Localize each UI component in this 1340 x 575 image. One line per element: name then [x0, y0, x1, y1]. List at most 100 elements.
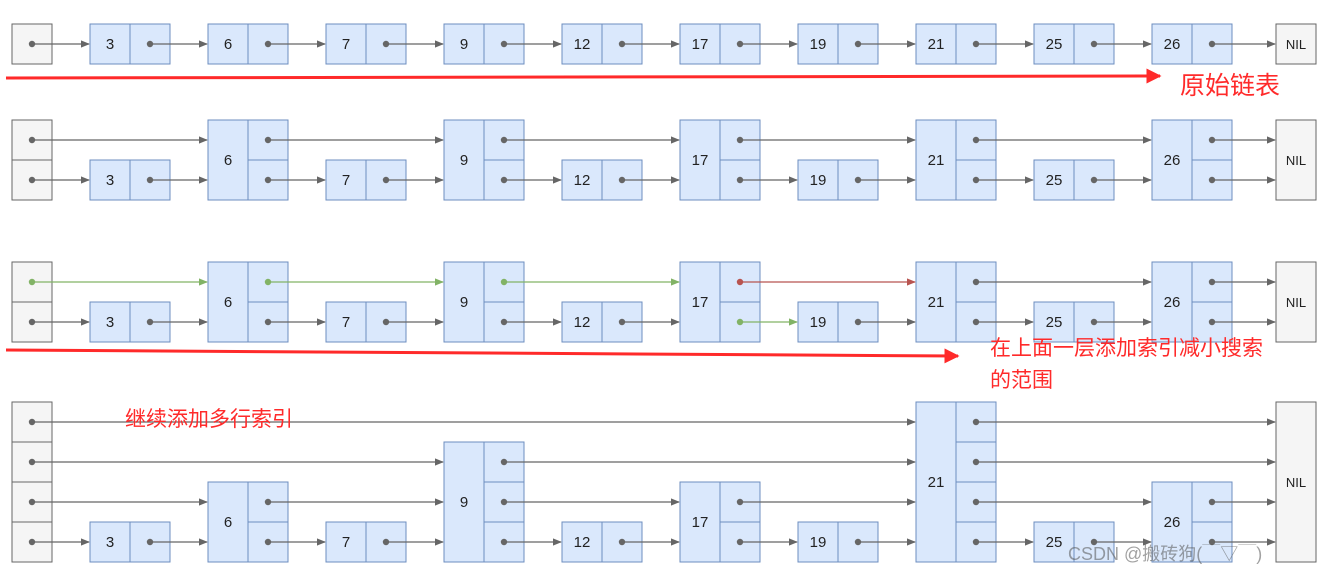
node-value: 26 — [1164, 152, 1181, 169]
pointer-dot — [382, 538, 390, 546]
pointer-dot — [1208, 498, 1216, 506]
pointer-dot — [854, 538, 862, 546]
node-value: 25 — [1046, 36, 1063, 53]
pointer-dot — [264, 538, 272, 546]
node-value: 21 — [928, 152, 945, 169]
nil-node — [1275, 401, 1317, 563]
nil-label: NIL — [1286, 475, 1306, 490]
node-value-cell — [1033, 521, 1075, 563]
pointer-dot — [972, 278, 980, 286]
node-value: 12 — [574, 172, 591, 189]
pointer-dot — [500, 278, 508, 286]
node-17: 17 — [679, 23, 761, 65]
node-value-cell — [89, 301, 131, 343]
node-value-cell — [915, 119, 957, 201]
node-value: 3 — [106, 534, 114, 551]
node-value: 26 — [1164, 36, 1181, 53]
pointer-dot — [264, 278, 272, 286]
pointer-dot — [264, 318, 272, 326]
node-value: 9 — [460, 36, 468, 53]
nil-node — [1275, 261, 1317, 343]
pointer-dot — [736, 176, 744, 184]
node-3: 3 — [89, 23, 171, 65]
nil-node — [1275, 119, 1317, 201]
pointer-dot — [28, 538, 36, 546]
pointer-dot — [28, 458, 36, 466]
pointer-dot — [736, 498, 744, 506]
nil-label: NIL — [1286, 153, 1306, 168]
watermark: CSDN @搬砖狗(￣▽￣) — [1068, 544, 1263, 564]
pointer-dot — [972, 40, 980, 48]
node-value-cell — [89, 23, 131, 65]
node-value: 7 — [342, 172, 350, 189]
node-26: 26 — [1151, 481, 1233, 563]
node-17: 17 — [679, 119, 761, 201]
node-value-cell — [1151, 119, 1193, 201]
node-value: 25 — [1046, 314, 1063, 331]
node-value: 6 — [224, 294, 232, 311]
pointer-dot — [1208, 278, 1216, 286]
index-range-arrow — [5, 348, 960, 364]
pointer-dot — [382, 318, 390, 326]
pointer-dot — [28, 498, 36, 506]
node-value-cell — [1033, 23, 1075, 65]
node-value: 21 — [928, 294, 945, 311]
node-value-cell — [1033, 159, 1075, 201]
node-value: 7 — [342, 534, 350, 551]
node-21: 21 — [915, 261, 997, 343]
node-value-cell — [1151, 481, 1193, 563]
node-value-cell — [797, 159, 839, 201]
pointer-dot — [264, 176, 272, 184]
node-value-cell — [1033, 301, 1075, 343]
pointer-dot — [618, 40, 626, 48]
pointer-dot — [1208, 136, 1216, 144]
node-21: 21 — [915, 401, 997, 563]
node-9: 9 — [443, 261, 525, 343]
node-value-cell — [207, 261, 249, 343]
pointer-dot — [500, 40, 508, 48]
node-value: 17 — [692, 514, 709, 531]
annotation-arrows — [5, 68, 1162, 364]
node-value: 17 — [692, 36, 709, 53]
node-value: 19 — [810, 172, 827, 189]
pointer-dot — [1090, 318, 1098, 326]
node-6: 6 — [207, 261, 289, 343]
node-value-cell — [797, 521, 839, 563]
nil-label: NIL — [1286, 295, 1306, 310]
node-value: 19 — [810, 534, 827, 551]
pointer-dot — [146, 318, 154, 326]
pointer-dot — [28, 318, 36, 326]
pointer-dot — [500, 498, 508, 506]
pointer-dot — [500, 318, 508, 326]
node-6: 6 — [207, 119, 289, 201]
pointer-dot — [972, 538, 980, 546]
node-9: 9 — [443, 23, 525, 65]
node-value: 7 — [342, 36, 350, 53]
node-value-cell — [207, 23, 249, 65]
node-12: 12 — [561, 159, 643, 201]
node-value: 19 — [810, 314, 827, 331]
pointer-dot — [854, 176, 862, 184]
node-17: 17 — [679, 261, 761, 343]
node-value: 9 — [460, 294, 468, 311]
node-value-cell — [443, 441, 485, 563]
pointer-dot — [736, 318, 744, 326]
node-26: 26 — [1151, 261, 1233, 343]
pointer-dot — [500, 538, 508, 546]
pointer-dot — [146, 40, 154, 48]
node-value-cell — [915, 261, 957, 343]
node-26: 26 — [1151, 119, 1233, 201]
node-value: 12 — [574, 534, 591, 551]
node-value-cell — [1151, 261, 1193, 343]
pointer-dot — [28, 418, 36, 426]
pointer-dot — [736, 538, 744, 546]
pointer-dot — [1090, 40, 1098, 48]
node-value: 17 — [692, 152, 709, 169]
node-value: 21 — [928, 36, 945, 53]
pointer-dot — [264, 40, 272, 48]
node-value-cell — [89, 159, 131, 201]
pointer-dot — [736, 136, 744, 144]
